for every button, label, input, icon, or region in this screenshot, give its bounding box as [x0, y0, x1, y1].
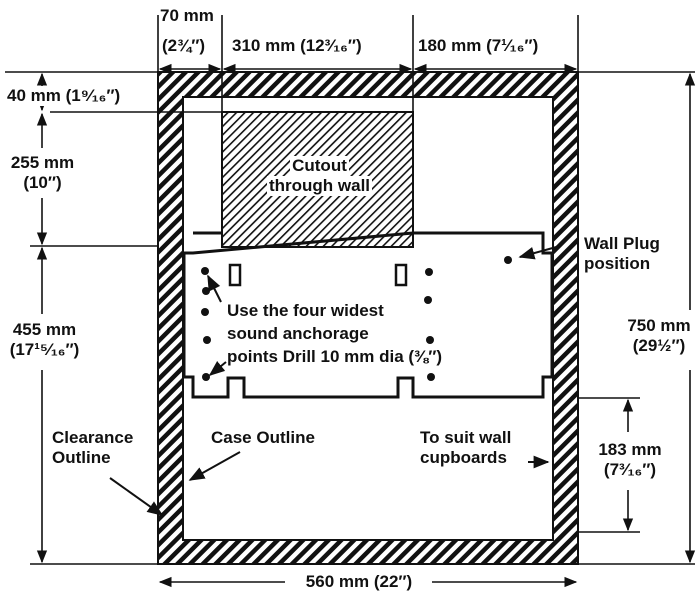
- dim-left-middle: 255 mm (10″): [5, 153, 80, 193]
- dim-right-total: 750 mm (29½″): [618, 316, 700, 356]
- wall-cupboards-line2: cupboards: [420, 448, 507, 467]
- dim-top-right-mm: 180 mm: [418, 36, 482, 55]
- clearance-label-line2: Outline: [52, 448, 111, 467]
- dim-top-left-mm: 70 mm: [160, 6, 214, 25]
- dim-right-lower-mm: 183 mm: [598, 440, 662, 459]
- wall-plug-label: Wall Plug position: [584, 234, 660, 274]
- anchorage-note-line1: Use the four widest: [227, 301, 384, 320]
- leader-arrows: [109, 245, 561, 516]
- anchorage-note-line3: points Drill 10 mm dia (⅜″): [227, 347, 443, 366]
- dim-top-middle-inch: (12³⁄₁₆″): [300, 36, 362, 55]
- anchorage-note-line2: sound anchorage: [227, 324, 369, 343]
- dim-right-total-mm: 750 mm: [627, 316, 691, 335]
- dim-top-middle: 310 mm (12³⁄₁₆″): [232, 36, 362, 56]
- dim-right-lower-inch: (7³⁄₁₆″): [603, 460, 657, 479]
- case-outline: [182, 231, 554, 399]
- dim-left-bottom: 455 mm (17¹⁵⁄₁₆″): [2, 320, 87, 360]
- dim-top-right-inch: (7¹⁄₁₆″): [486, 36, 539, 55]
- dim-left-bottom-inch: (17¹⁵⁄₁₆″): [9, 340, 80, 359]
- mounting-slot: [394, 263, 408, 287]
- clearance-label-line1: Clearance: [52, 428, 134, 447]
- anchorage-note: Use the four widest sound anchorage poin…: [227, 299, 442, 368]
- cutout-label: Cutout through wall: [262, 156, 377, 196]
- dim-bottom-width: 560 mm (22″): [305, 572, 413, 591]
- mounting-slot: [228, 263, 242, 287]
- wall-plug-label-line2: position: [584, 254, 651, 273]
- wall-cupboards-line1: To suit wall: [420, 428, 512, 447]
- dim-left-middle-inch: (10″): [23, 173, 62, 192]
- dimension-lines: [5, 15, 696, 588]
- anchorage-points: [201, 256, 512, 381]
- dim-right-total-inch: (29½″): [632, 336, 686, 355]
- dim-top-left-inch: (2¾″): [162, 36, 206, 55]
- dim-left-bottom-mm: 455 mm: [12, 320, 77, 339]
- dim-left-top-inch: (1⁹⁄₁₆″): [65, 86, 121, 105]
- dim-top-right: 180 mm (7¹⁄₁₆″): [418, 36, 538, 56]
- clearance-outline-label: Clearance Outline: [52, 428, 133, 468]
- dim-left-top: 40 mm (1⁹⁄₁₆″): [5, 86, 123, 106]
- dim-left-top-mm: 40 mm: [7, 86, 61, 105]
- cutout-label-line2: through wall: [266, 176, 373, 196]
- wall-cupboards-label: To suit wall cupboards: [420, 428, 511, 468]
- dim-left-middle-mm: 255 mm: [10, 153, 75, 172]
- dim-right-lower: 183 mm (7³⁄₁₆″): [588, 440, 672, 480]
- case-outline-label: Case Outline: [211, 428, 315, 447]
- wall-plug-label-line1: Wall Plug: [584, 234, 660, 253]
- dim-top-middle-mm: 310 mm: [232, 36, 296, 55]
- cutout-label-line1: Cutout: [290, 156, 349, 176]
